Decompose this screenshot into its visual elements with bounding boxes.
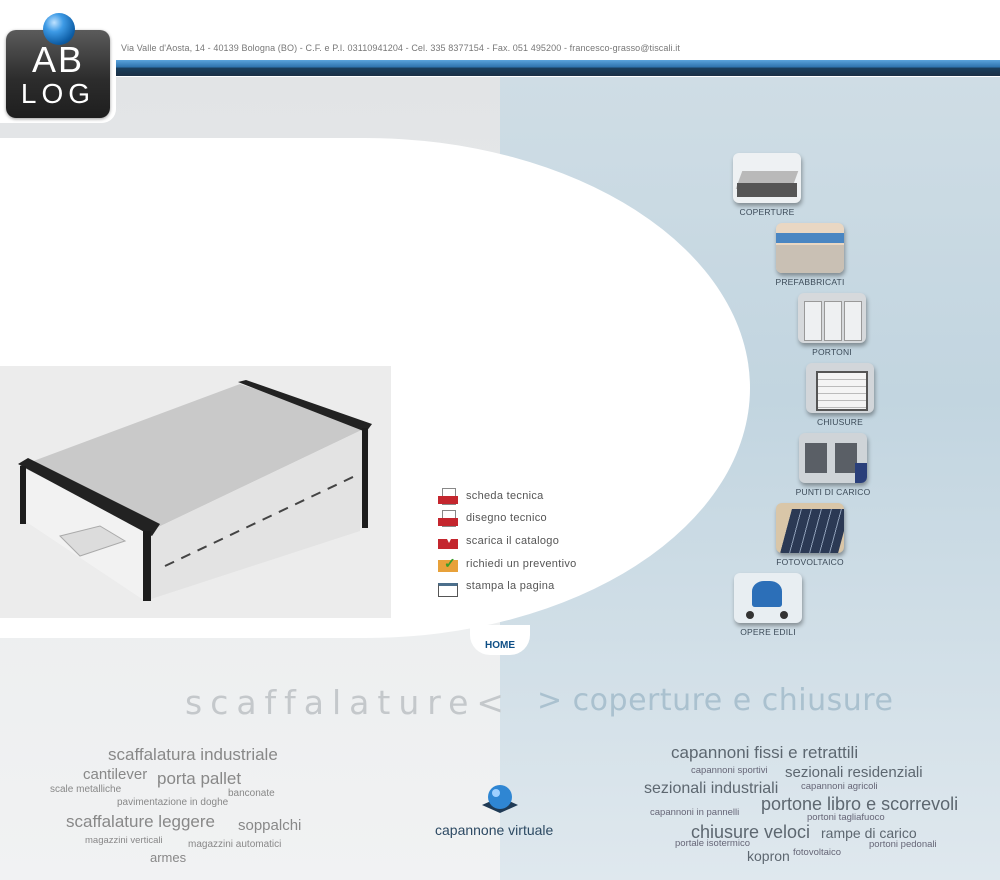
logo-ball-icon	[43, 13, 75, 45]
action-scheda-tecnica[interactable]: scheda tecnica	[438, 487, 544, 505]
loading-dock-icon	[799, 433, 867, 483]
tag-link[interactable]: chiusure veloci	[691, 822, 811, 842]
product-image	[0, 366, 391, 618]
action-label: scarica il catalogo	[466, 535, 560, 547]
tag-link[interactable]: scaffalatura industriale	[108, 745, 278, 764]
category-portoni[interactable]: PORTONI	[792, 293, 872, 357]
section-title-coperture[interactable]: > coperture e chiusure	[537, 683, 894, 718]
tag-link[interactable]: scaffalature leggere	[66, 812, 216, 831]
tag-link[interactable]: banconate	[228, 788, 275, 799]
action-disegno-tecnico[interactable]: disegno tecnico	[438, 509, 547, 527]
drawing-icon	[438, 510, 458, 527]
shutter-icon	[806, 363, 874, 413]
cement-mixer-icon	[734, 573, 802, 623]
doc-icon	[438, 488, 458, 505]
header-bar-highlight	[116, 60, 1000, 67]
category-opere-edili[interactable]: OPERE EDILI	[728, 573, 808, 637]
download-icon	[438, 533, 458, 549]
tag-link[interactable]: capannoni agricoli	[801, 781, 878, 792]
tag-link[interactable]: portale isotermico	[675, 838, 750, 849]
home-tab	[470, 625, 530, 655]
tag-link[interactable]: capannoni fissi e retrattili	[671, 743, 859, 762]
category-punti-di-carico[interactable]: PUNTI DI CARICO	[793, 433, 873, 497]
tag-link[interactable]: kopron	[747, 848, 790, 864]
check-icon: ✓	[438, 556, 458, 572]
solar-panel-icon	[776, 503, 844, 553]
logo-text-ab: AB	[31, 39, 85, 80]
tag-link[interactable]: armes	[150, 850, 187, 865]
action-richiedi-preventivo[interactable]: ✓ richiedi un preventivo	[438, 555, 577, 573]
tag-link[interactable]: magazzini verticali	[85, 835, 163, 846]
action-label: disegno tecnico	[466, 512, 547, 524]
tag-link[interactable]: sezionali industriali	[644, 780, 779, 797]
category-coperture[interactable]: COPERTURE	[727, 153, 807, 217]
tag-link[interactable]: sezionali residenziali	[785, 764, 923, 781]
building-icon	[733, 153, 801, 203]
hangar-icon	[18, 380, 372, 601]
contact-info: Via Valle d'Aosta, 14 - 40139 Bologna (B…	[121, 43, 681, 53]
section-title-scaffalature[interactable]: scaffalature<	[185, 683, 513, 722]
action-stampa-pagina[interactable]: stampa la pagina	[438, 577, 555, 597]
virtual-hangar-icon[interactable]	[482, 783, 518, 819]
tag-link[interactable]: rampe di carico	[821, 825, 917, 841]
tag-link[interactable]: porta pallet	[157, 769, 242, 788]
tag-link[interactable]: pavimentazione in doghe	[117, 797, 229, 808]
action-scarica-catalogo[interactable]: scarica il catalogo	[438, 532, 559, 550]
action-label: richiedi un preventivo	[466, 558, 577, 570]
action-label: stampa la pagina	[466, 580, 555, 592]
tag-link[interactable]: capannoni sportivi	[691, 765, 768, 776]
category-chiusure[interactable]: CHIUSURE	[800, 363, 880, 427]
print-icon	[438, 578, 458, 597]
tag-link[interactable]: portone libro e scorrevoli	[761, 794, 959, 814]
header	[0, 0, 1000, 60]
tag-link[interactable]: cantilever	[83, 766, 148, 783]
virtual-hangar-link[interactable]: capannone virtuale	[435, 822, 554, 838]
logo-text-log: LOG	[20, 78, 96, 109]
tag-link[interactable]: portoni pedonali	[869, 839, 937, 850]
tag-link[interactable]: portoni tagliafuoco	[807, 812, 885, 823]
tag-link[interactable]: scale metalliche	[50, 784, 122, 795]
prefab-icon	[776, 223, 844, 273]
tag-link[interactable]: magazzini automatici	[188, 839, 282, 850]
tag-link[interactable]: capannoni in pannelli	[650, 807, 740, 818]
home-link[interactable]: HOME	[485, 640, 515, 651]
category-prefabbricati[interactable]: PREFABBRICATI	[770, 223, 850, 287]
category-fotovoltaico[interactable]: FOTOVOLTAICO	[770, 503, 850, 567]
action-label: scheda tecnica	[466, 490, 544, 502]
tag-link[interactable]: fotovoltaico	[793, 847, 842, 858]
door-icon	[798, 293, 866, 343]
tag-link[interactable]: soppalchi	[238, 817, 302, 834]
